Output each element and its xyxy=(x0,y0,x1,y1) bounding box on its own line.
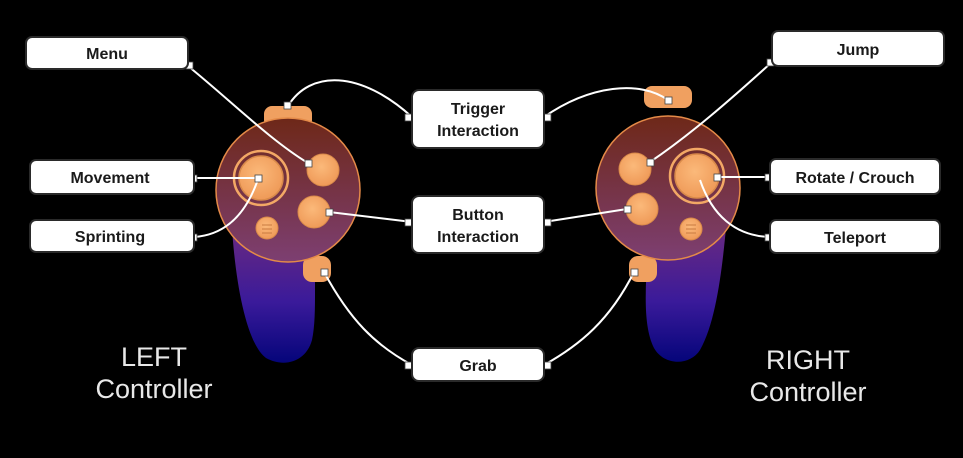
connector-jump xyxy=(649,61,773,163)
label-sprinting-text: Sprinting xyxy=(75,229,145,246)
right-jump-button xyxy=(618,152,652,186)
connectors xyxy=(187,61,773,366)
label-teleport: Teleport xyxy=(769,219,941,254)
label-button-interaction: Button Interaction xyxy=(411,195,545,254)
label-jump: Jump xyxy=(771,30,945,67)
label-menu-text: Menu xyxy=(86,46,128,63)
label-movement-text: Movement xyxy=(70,170,150,187)
connector-button-right xyxy=(543,208,628,223)
label-trigger-line1: Trigger xyxy=(451,101,505,118)
label-rotate-crouch: Rotate / Crouch xyxy=(769,158,941,195)
left-face-button xyxy=(297,195,331,229)
right-controller-title-line1: RIGHT xyxy=(766,345,850,375)
left-controller xyxy=(215,106,361,363)
connector-button-left xyxy=(328,211,413,223)
connector-trigger-left xyxy=(287,79,413,118)
right-controller xyxy=(595,86,741,362)
left-menu-button xyxy=(306,153,340,187)
connector-menu xyxy=(187,65,309,164)
left-system-button xyxy=(255,216,279,240)
label-rotate-crouch-text: Rotate / Crouch xyxy=(795,170,914,187)
right-controller-title-line2: Controller xyxy=(749,377,866,407)
label-jump-text: Jump xyxy=(837,42,880,59)
label-grab: Grab xyxy=(411,347,545,382)
label-teleport-text: Teleport xyxy=(824,230,887,247)
left-controller-title-line1: LEFT xyxy=(121,342,187,372)
connector-trigger-right xyxy=(543,87,669,118)
label-trigger-line2: Interaction xyxy=(437,123,519,140)
label-movement: Movement xyxy=(29,159,195,195)
right-controller-head xyxy=(595,115,741,261)
right-thumbstick xyxy=(674,153,720,199)
right-controller-handle xyxy=(645,228,726,362)
label-button-line2: Interaction xyxy=(437,229,519,246)
connector-grab-left xyxy=(323,271,413,366)
label-grab-text: Grab xyxy=(459,358,497,375)
label-menu: Menu xyxy=(25,36,189,70)
label-trigger-interaction: Trigger Interaction xyxy=(411,89,545,149)
label-sprinting: Sprinting xyxy=(29,219,195,253)
left-controller-title-line2: Controller xyxy=(95,374,212,404)
connector-sprinting xyxy=(193,181,258,238)
connector-teleport xyxy=(699,179,771,238)
connector-grab-right xyxy=(543,271,635,366)
label-button-line1: Button xyxy=(452,207,504,224)
